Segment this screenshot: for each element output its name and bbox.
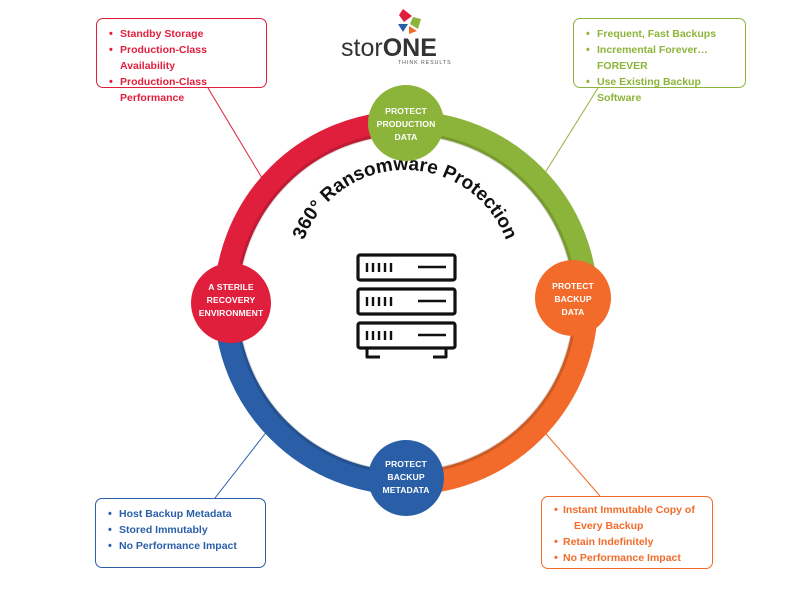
server-rack-icon [356,253,457,359]
node-top-circle [368,85,444,161]
storone-logo: storONE THINK RESULTS [341,9,452,66]
node-left-line-2: RECOVERY [207,295,256,305]
ring-segment-orange [405,302,598,495]
list-item: No Performance Impact [108,538,255,554]
node-right: PROTECT BACKUP DATA [535,260,611,336]
list-item-continuation: Every Backup [574,520,644,532]
logo-wordmark: storONE [341,34,437,62]
logo-tagline: THINK RESULTS [398,60,452,66]
node-top: PROTECT PRODUCTION DATA [368,85,444,161]
list-item: Use Existing Backup Software [586,74,735,106]
node-right-line-1: PROTECT [552,281,594,291]
list-item: Incremental Forever…FOREVER [586,42,735,74]
node-bottom-line-1: PROTECT [385,459,427,469]
callout-bottom-right: Instant Immutable Copy of Every Backup R… [541,496,713,569]
callout-bottom-left: Host Backup Metadata Stored Immutably No… [95,498,266,568]
connector-bottom-right [539,426,601,497]
node-top-line-2: PRODUCTION [377,119,436,129]
node-right-line-2: BACKUP [554,294,592,304]
connector-bottom-left [214,429,269,499]
node-bottom: PROTECT BACKUP METADATA [368,440,444,516]
node-left-line-1: A STERILE [208,282,254,292]
node-bottom-circle [368,440,444,516]
node-bottom-line-2: BACKUP [387,472,425,482]
list-item: Instant Immutable Copy of [554,502,702,518]
callout-top-right: Frequent, Fast Backups Incremental Forev… [573,18,746,104]
list-item: Standby Storage [109,26,256,42]
node-top-line-1: PROTECT [385,106,427,116]
node-bottom-line-3: METADATA [382,485,429,495]
ring [214,111,598,495]
list-item: No Performance Impact [554,550,702,566]
list-item: Host Backup Metadata [108,506,255,522]
callout-top-left: Standby Storage Production-Class Availab… [96,18,267,104]
diagram-title: 360° Ransomware Protection [289,154,521,243]
list-item: Production-Class Availability [109,42,256,74]
list-item: Retain Indefinitely [554,534,702,550]
node-top-line-3: DATA [395,132,418,142]
logo-mark-icon [398,9,421,34]
node-right-circle [535,260,611,336]
list-item: Frequent, Fast Backups [586,26,735,42]
node-right-line-3: DATA [562,307,585,317]
list-item: Production-Class Performance [109,74,256,106]
node-left: A STERILE RECOVERY ENVIRONMENT [191,263,271,343]
node-left-line-3: ENVIRONMENT [199,308,264,318]
node-left-circle [191,263,271,343]
list-item: Stored Immutably [108,522,255,538]
